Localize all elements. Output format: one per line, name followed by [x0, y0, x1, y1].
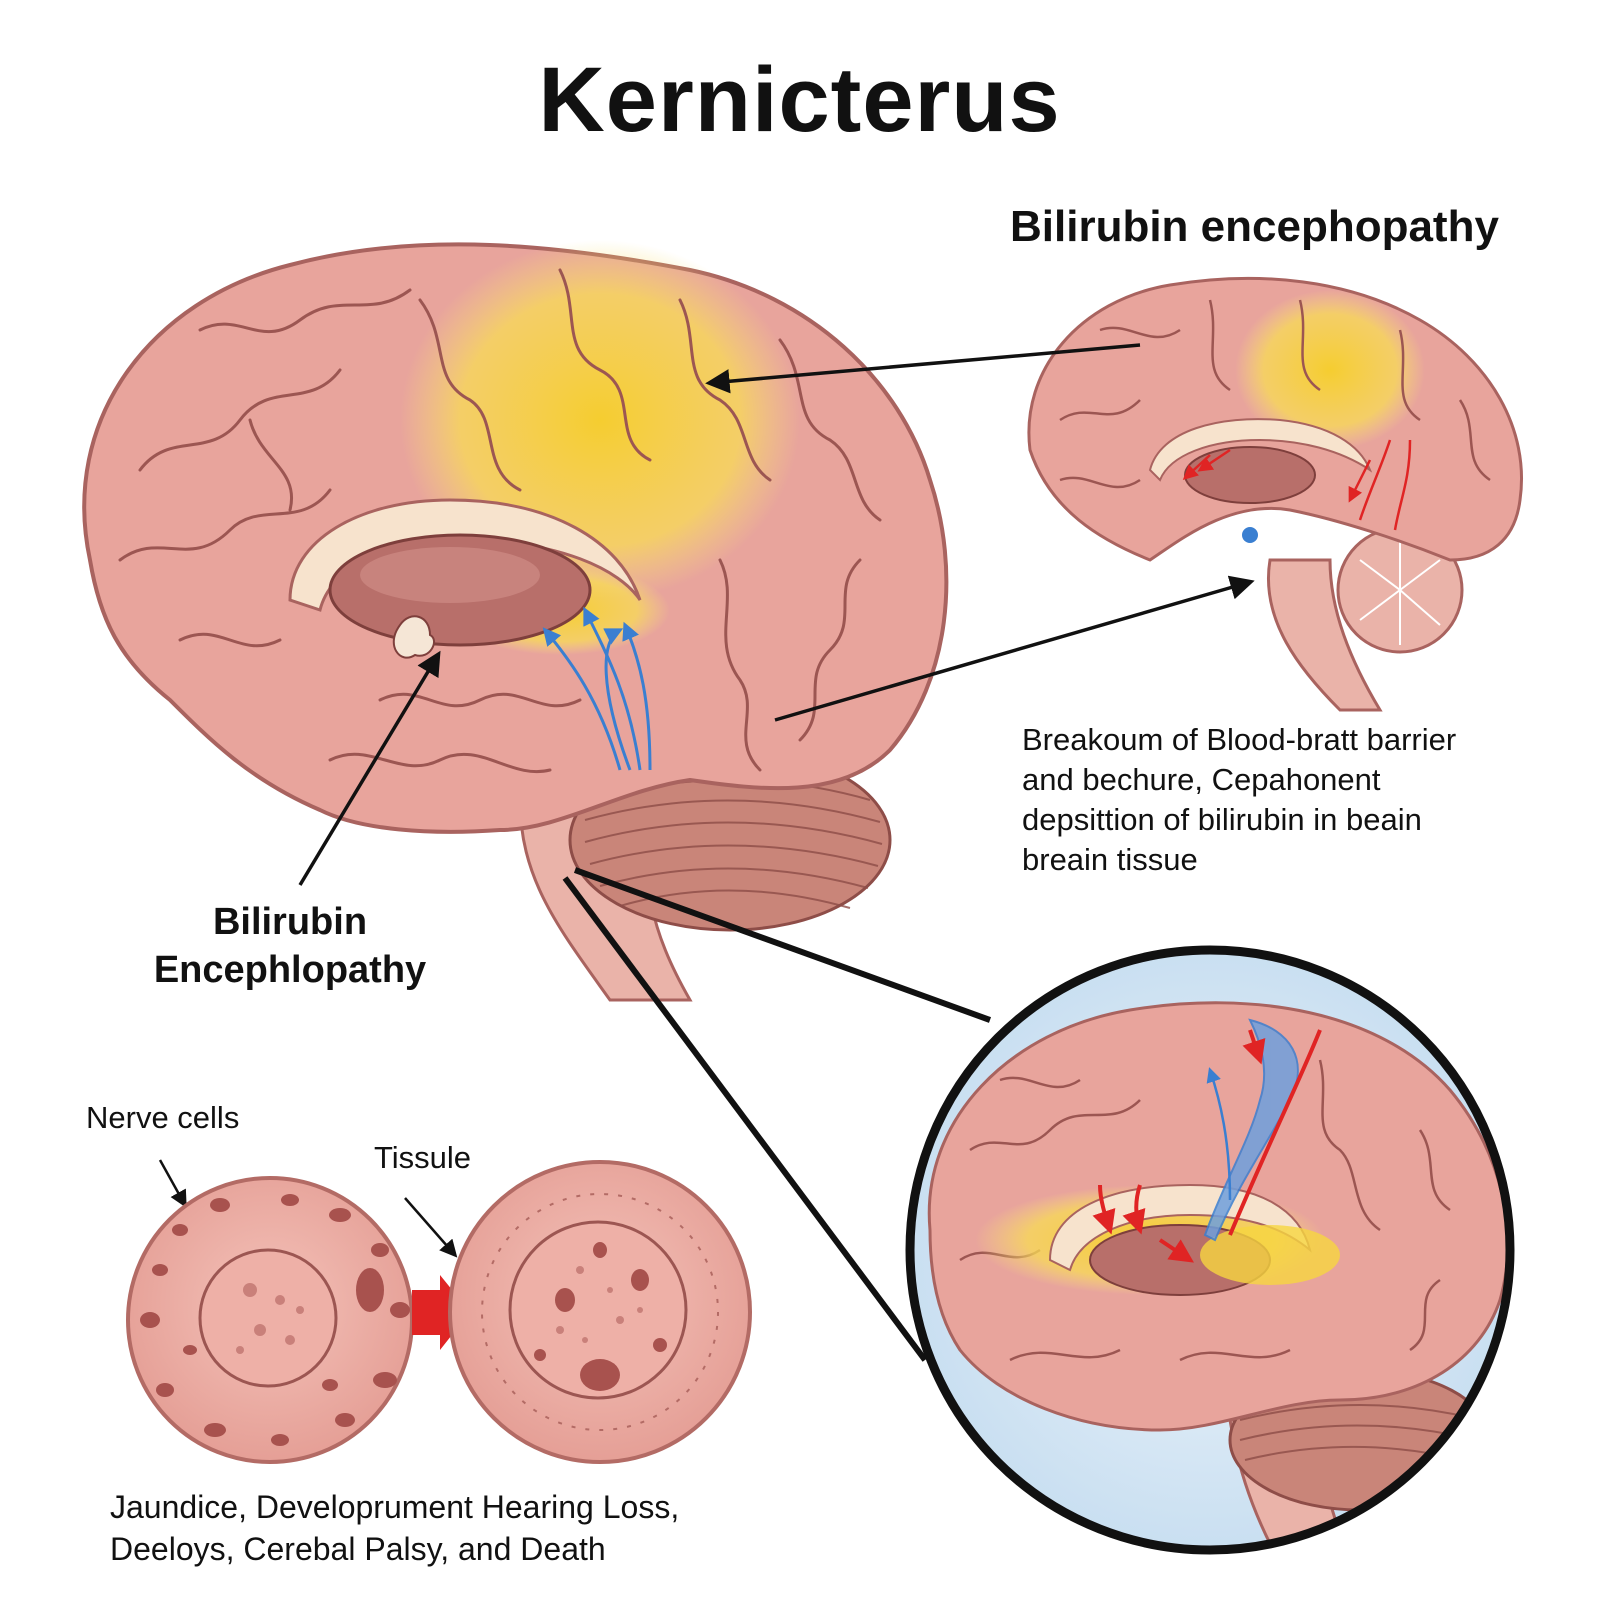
zoom-connector-lines [562, 867, 992, 1362]
right-thalamus [1184, 446, 1316, 504]
left-brain-label: Bilirubin Encephlopathy [140, 898, 440, 994]
description-line: Breakoum of Blood-bratt barrier [1022, 722, 1457, 757]
zoom-circle-border [905, 945, 1515, 1555]
pointer-arrows [158, 343, 1255, 1258]
cell-transition-arrow [412, 1275, 470, 1350]
outcomes-caption: Jaundice, Developrument Hearing Loss, De… [110, 1486, 790, 1570]
main-blue-arrows [542, 606, 652, 771]
right-arbor-vitae [1359, 535, 1441, 645]
outcome-line: Jaundice, Developrument Hearing Loss, [110, 1489, 680, 1525]
right-panel-heading: Bilirubin encephopathy [1010, 202, 1499, 251]
right-corpus-callosum [1148, 418, 1373, 482]
description-line: depsittion of bilirubin in beain [1022, 802, 1422, 837]
tissue-arrow [404, 1197, 458, 1258]
right-bilirubin-area [1235, 290, 1425, 450]
main-basal-nuclei [392, 615, 435, 659]
right-red-arrows [1182, 439, 1412, 531]
right-brainstem [1267, 558, 1383, 712]
right-panel-description: Breakoum of Blood-bratt barrier and bech… [1022, 720, 1582, 880]
nerve-cell-damaged [448, 1160, 752, 1464]
main-thalamus-highlight [360, 547, 540, 603]
nerve-cells-arrow [158, 1159, 187, 1209]
nerve-cell-healthy [126, 1176, 414, 1464]
right-blue-spot [1242, 527, 1258, 543]
outcome-line: Deeloys, Cerebal Palsy, and Death [110, 1531, 606, 1567]
zoom-red-arrows [1092, 1029, 1322, 1263]
zoom-bilirubin-right [1200, 1225, 1340, 1285]
nerve-cells-label: Nerve cells [86, 1100, 240, 1135]
right-brain [1027, 276, 1523, 712]
zoom-circle [905, 945, 1515, 1555]
arrow-to-brainstem [774, 575, 1255, 722]
description-line: breain tissue [1022, 842, 1198, 877]
zoom-blue-vessel [1203, 1018, 1299, 1242]
main-brain [82, 240, 949, 1002]
arrow-to-cortex [705, 343, 1141, 394]
description-line: and bechure, Cepahonent [1022, 762, 1381, 797]
right-gyri [1059, 299, 1491, 489]
page-title: Kernicterus [538, 49, 1061, 151]
tissue-label: Tissule [374, 1140, 472, 1175]
left-label-line: Encephlopathy [153, 949, 427, 991]
left-label-line: Bilirubin [212, 901, 368, 943]
arrow-to-basal-nuclei [298, 650, 441, 886]
zoom-blue-arrows [1206, 1067, 1232, 1201]
